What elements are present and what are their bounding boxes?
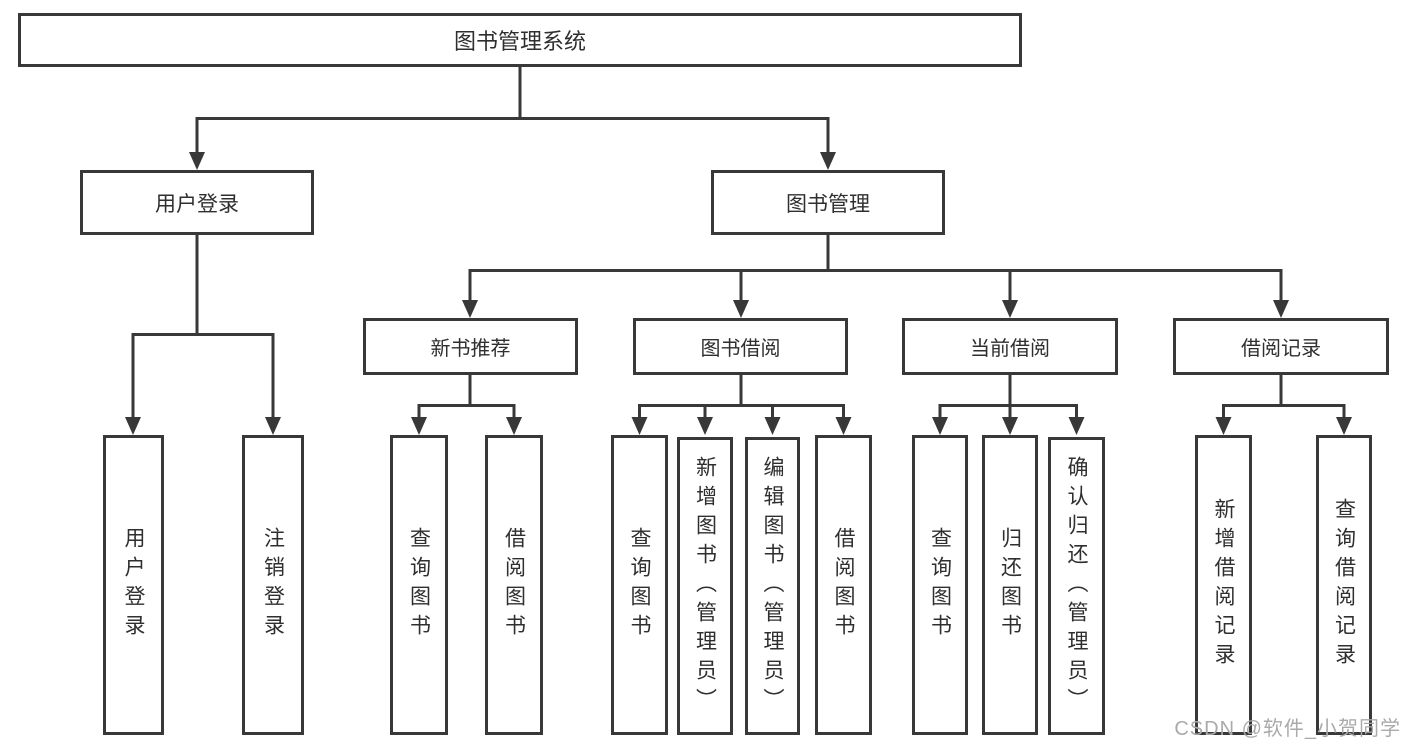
leaf-query-books-recommend: 查询图书 xyxy=(390,435,448,735)
leaf-edit-books-admin: 编辑图书（管理员） xyxy=(745,437,800,735)
leaf-query-books-borrow: 查询图书 xyxy=(611,435,668,735)
leaf-user-login: 用户登录 xyxy=(103,435,164,735)
connector-book-borrow-to-leaves xyxy=(631,375,852,435)
leaf-add-borrow-record: 新增借阅记录 xyxy=(1195,435,1252,735)
leaf-return-books: 归还图书 xyxy=(982,435,1038,735)
leaf-borrow-books: 借阅图书 xyxy=(815,435,872,735)
leaf-logout: 注销登录 xyxy=(242,435,304,735)
connector-book-mgmt-to-level3 xyxy=(462,235,1289,318)
connector-current-borrow-to-leaves xyxy=(932,375,1085,435)
leaf-query-borrow-record: 查询借阅记录 xyxy=(1316,435,1372,735)
node-new-book-recommend: 新书推荐 xyxy=(363,318,578,375)
leaf-query-books-current: 查询图书 xyxy=(912,435,968,735)
leaf-borrow-books-recommend: 借阅图书 xyxy=(485,435,543,735)
node-user-login: 用户登录 xyxy=(80,170,314,235)
connector-user-login-to-leaves xyxy=(125,235,281,435)
connector-borrow-record-to-leaves xyxy=(1215,375,1352,435)
node-book-borrow: 图书借阅 xyxy=(633,318,848,375)
watermark: CSDN @软件_小贺同学 xyxy=(1174,718,1401,740)
node-book-management: 图书管理 xyxy=(711,170,945,235)
leaf-add-books-admin: 新增图书（管理员） xyxy=(677,437,733,735)
leaf-confirm-return-admin: 确认归还（管理员） xyxy=(1048,437,1105,735)
node-current-borrow: 当前借阅 xyxy=(902,318,1118,375)
node-borrow-record: 借阅记录 xyxy=(1173,318,1389,375)
connector-new-book-to-leaves xyxy=(411,375,522,435)
node-library-system: 图书管理系统 xyxy=(18,13,1022,67)
connector-root-to-level2 xyxy=(189,67,836,170)
